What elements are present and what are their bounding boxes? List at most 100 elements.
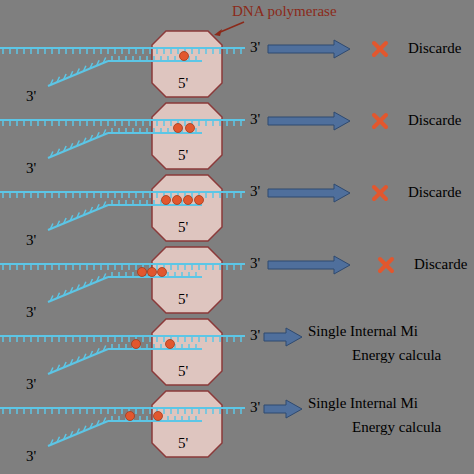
base-tick <box>37 336 39 342</box>
mismatch-dot <box>126 412 135 421</box>
base-tick <box>111 128 113 133</box>
base-tick <box>58 192 60 198</box>
base-tick <box>142 336 144 342</box>
base-tick <box>83 426 86 432</box>
mismatch-dot <box>184 196 193 205</box>
base-tick <box>64 74 67 80</box>
base-tick <box>86 264 88 270</box>
base-tick <box>128 120 130 126</box>
base-tick <box>77 69 80 75</box>
base-tick <box>153 56 155 61</box>
base-tick <box>233 264 235 270</box>
mismatch-dot <box>174 124 183 133</box>
mismatch-dot <box>132 340 141 349</box>
base-tick <box>121 120 123 126</box>
base-tick <box>9 408 11 414</box>
base-tick <box>51 120 53 126</box>
base-tick <box>139 128 141 133</box>
base-tick <box>219 264 221 270</box>
base-tick <box>184 264 186 270</box>
base-tick <box>16 336 18 342</box>
base-tick <box>142 192 144 198</box>
base-tick <box>167 416 169 421</box>
base-tick <box>163 408 165 414</box>
base-tick <box>233 48 235 54</box>
discard-cross <box>374 187 386 199</box>
strand-end-label: 3' <box>250 183 260 200</box>
base-tick <box>146 416 148 421</box>
base-tick <box>65 120 67 126</box>
base-tick <box>97 276 100 282</box>
base-tick <box>118 56 120 61</box>
base-tick <box>174 56 176 61</box>
base-tick <box>103 346 106 352</box>
outcome-text: Discarde <box>408 184 461 201</box>
base-tick <box>44 192 46 198</box>
base-tick <box>77 141 80 147</box>
base-tick <box>107 192 109 198</box>
base-tick <box>125 272 127 277</box>
base-tick <box>58 264 60 270</box>
base-tick <box>212 192 214 198</box>
base-tick <box>103 130 106 136</box>
base-tick <box>160 344 162 349</box>
base-tick <box>57 77 60 83</box>
base-tick <box>23 48 25 54</box>
base-tick <box>146 56 148 61</box>
base-tick <box>198 120 200 126</box>
mismatch-dot <box>148 268 157 277</box>
strand-end-label: 5' <box>178 435 188 452</box>
base-tick <box>121 48 123 54</box>
base-tick <box>90 423 93 429</box>
polymerase-octagon <box>152 319 222 385</box>
base-tick <box>50 224 53 230</box>
polymerase-octagon <box>152 391 222 457</box>
base-tick <box>65 48 67 54</box>
discard-cross <box>374 115 386 127</box>
base-tick <box>77 429 80 435</box>
base-tick <box>191 264 193 270</box>
base-tick <box>226 192 228 198</box>
result-arrow <box>268 112 350 130</box>
base-tick <box>219 48 221 54</box>
mismatch-dot <box>173 196 182 205</box>
base-tick <box>240 264 242 270</box>
mismatch-dot <box>138 268 147 277</box>
base-tick <box>195 272 197 277</box>
base-tick <box>153 344 155 349</box>
base-tick <box>177 48 179 54</box>
base-tick <box>118 128 120 133</box>
result-arrow <box>268 40 350 58</box>
base-tick <box>135 120 137 126</box>
base-tick <box>128 264 130 270</box>
base-tick <box>128 192 130 198</box>
base-tick <box>212 264 214 270</box>
base-tick <box>72 336 74 342</box>
base-tick <box>212 336 214 342</box>
base-tick <box>174 272 176 277</box>
strand-end-label: 3' <box>26 160 36 177</box>
base-tick <box>170 408 172 414</box>
base-tick <box>146 128 148 133</box>
base-tick <box>114 336 116 342</box>
base-tick <box>65 264 67 270</box>
base-tick <box>184 408 186 414</box>
base-tick <box>107 48 109 54</box>
base-tick <box>50 80 53 86</box>
base-tick <box>135 264 137 270</box>
base-tick <box>90 135 93 141</box>
base-tick <box>79 192 81 198</box>
base-tick <box>149 120 151 126</box>
base-tick <box>57 149 60 155</box>
base-tick <box>83 282 86 288</box>
base-tick <box>97 60 100 66</box>
base-tick <box>72 408 74 414</box>
base-tick <box>118 200 120 205</box>
base-tick <box>79 408 81 414</box>
base-tick <box>205 264 207 270</box>
base-tick <box>100 120 102 126</box>
base-tick <box>156 48 158 54</box>
base-tick <box>30 48 32 54</box>
replication-row <box>0 31 386 97</box>
